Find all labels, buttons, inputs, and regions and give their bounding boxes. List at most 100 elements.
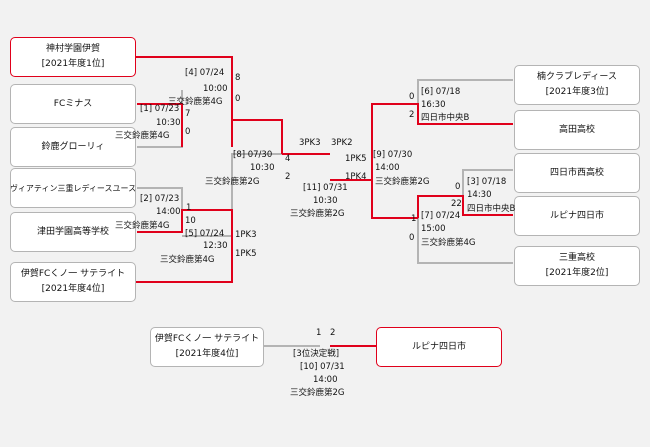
m6-time: 16:30 (421, 100, 446, 110)
m7-time: 15:00 (421, 224, 446, 234)
m11-venue: 三交鈴鹿第2G (290, 209, 345, 219)
m10-score-left: 1 (316, 328, 322, 338)
m3-label: [3] 07/18 (467, 177, 507, 187)
team-note: [2021年度3位] (545, 87, 609, 97)
team-rupina-yokkaichi[interactable]: ルピナ四日市 (514, 196, 640, 236)
team-tsuda-gakuen[interactable]: 津田学園高等学校 (10, 212, 136, 252)
team-name: 高田高校 (558, 124, 595, 135)
team-name: 津田学園高等学校 (36, 226, 109, 237)
m7-venue: 三交鈴鹿第4G (421, 238, 476, 248)
team-note: [2021年度4位] (175, 349, 239, 359)
team-kusu-club[interactable]: 楠クラブレディース [2021年度3位] (514, 65, 640, 105)
m8-venue: 三交鈴鹿第2G (205, 177, 260, 187)
team-takada[interactable]: 高田高校 (514, 110, 640, 150)
m7-score-top: 1 (411, 214, 417, 224)
team-name: 伊賀FCくノ一 サテライト (20, 269, 126, 279)
team-suzuka-glory[interactable]: 鈴鹿グローリィ (10, 127, 136, 167)
m6-venue: 四日市中央B (421, 113, 470, 123)
m8-score-top: 4 (285, 154, 291, 164)
m2-score-bottom: 10 (185, 216, 196, 226)
m3-score-top: 0 (455, 182, 461, 192)
team-name: 神村学園伊賀 (45, 44, 100, 54)
m8-score-bottom: 2 (285, 172, 291, 182)
m7-score-bottom: 0 (409, 233, 415, 243)
team-name: 伊賀FCくノ一 サテライト (154, 334, 260, 344)
m3-venue: 四日市中央B (467, 204, 516, 214)
m9-time: 14:00 (375, 163, 400, 173)
line-m1-fcminasu (137, 103, 183, 147)
m11-time: 10:30 (313, 196, 338, 206)
m4-time: 10:00 (203, 84, 228, 94)
line-m3-rupina (417, 195, 513, 218)
team-name: ヴィアティン三重レディースユース (10, 183, 136, 193)
m11-score-right: 3PK2 (331, 138, 353, 148)
m9-score-top: 1PK5 (345, 154, 367, 164)
m1-label: [1] 07/23 (140, 104, 180, 114)
team-name: FCミナス (53, 98, 93, 109)
team-note: [2021年度2位] (545, 268, 609, 278)
team-mie[interactable]: 三重高校 [2021年度2位] (514, 246, 640, 286)
line-m2-viatin (137, 187, 183, 210)
team-name: 楠クラブレディース (537, 72, 617, 82)
m10-time: 14:00 (313, 375, 338, 385)
m11-label: [11] 07/31 (303, 183, 348, 193)
m3-score-bottom: 22 (451, 199, 462, 209)
m10-score-right: 2 (330, 328, 336, 338)
m4-label: [4] 07/24 (185, 68, 225, 78)
line-m2-tsuda (137, 209, 233, 260)
team-name: ルピナ四日市 (411, 341, 466, 352)
m9-score-bottom: 1PK4 (345, 172, 367, 182)
m8-label: [8] 07/30 (233, 150, 273, 160)
team-yokkaichi-nishi[interactable]: 四日市西高校 (514, 153, 640, 193)
m10-label: [10] 07/31 (300, 362, 345, 372)
line-m7-mie (417, 218, 513, 264)
team-fc-minasu[interactable]: FCミナス (10, 84, 136, 124)
team-iga-satellite[interactable]: 伊賀FCくノ一 サテライト [2021年度4位] (10, 262, 136, 302)
line-m6-takada (371, 103, 513, 180)
m5-label: [5] 07/24 (185, 229, 225, 239)
m10-title: [3位決定戦] (293, 349, 340, 359)
line-m5-iga (109, 260, 233, 283)
m9-venue: 三交鈴鹿第2G (375, 177, 430, 187)
team-note: [2021年度1位] (41, 59, 105, 69)
m11-score-left: 3PK3 (299, 138, 321, 148)
team-name: 四日市西高校 (549, 167, 604, 178)
m1-score-bottom: 0 (185, 127, 191, 137)
m2-label: [2] 07/23 (140, 194, 180, 204)
m4-score-bottom: 0 (235, 94, 241, 104)
line-m3-nishi (462, 169, 513, 196)
m2-score-top: 1 (186, 203, 192, 213)
m4-venue: 三交鈴鹿第4G (168, 97, 223, 107)
m6-score-bottom: 2 (409, 110, 415, 120)
team-kamimura-iga[interactable]: 神村学園伊賀 [2021年度1位] (10, 37, 136, 77)
m1-score-top: 7 (185, 109, 191, 119)
m2-venue: 三交鈴鹿第4G (115, 221, 170, 231)
m5-venue: 三交鈴鹿第4G (160, 255, 215, 265)
m10-venue: 三交鈴鹿第2G (290, 388, 345, 398)
m5-score-bottom: 1PK5 (235, 249, 257, 259)
team-name: ルピナ四日市 (549, 210, 604, 221)
m6-score-top: 0 (409, 92, 415, 102)
team-viatin-mie[interactable]: ヴィアティン三重レディースユース (10, 168, 136, 208)
m6-label: [6] 07/18 (421, 87, 461, 97)
team-name: 三重高校 (558, 253, 595, 263)
m7-label: [7] 07/24 (421, 211, 461, 221)
team-name: 鈴鹿グローリィ (41, 141, 105, 152)
m2-time: 14:00 (156, 207, 181, 217)
team-third-rupina[interactable]: ルピナ四日市 (376, 327, 502, 367)
line-m7-win (371, 180, 418, 219)
team-note: [2021年度4位] (41, 284, 105, 294)
m1-time: 10:30 (156, 118, 181, 128)
m4-score-top: 8 (235, 73, 241, 83)
line-m8-top (231, 90, 283, 154)
m1-venue: 三交鈴鹿第4G (115, 131, 170, 141)
line-m6-kusu (417, 79, 513, 104)
m8-time: 10:30 (250, 163, 275, 173)
m5-time: 12:30 (203, 241, 228, 251)
m9-label: [9] 07/30 (373, 150, 413, 160)
m5-score-top: 1PK3 (235, 230, 257, 240)
m3-time: 14:30 (467, 190, 492, 200)
team-third-iga-satellite[interactable]: 伊賀FCくノ一 サテライト [2021年度4位] (150, 327, 264, 367)
